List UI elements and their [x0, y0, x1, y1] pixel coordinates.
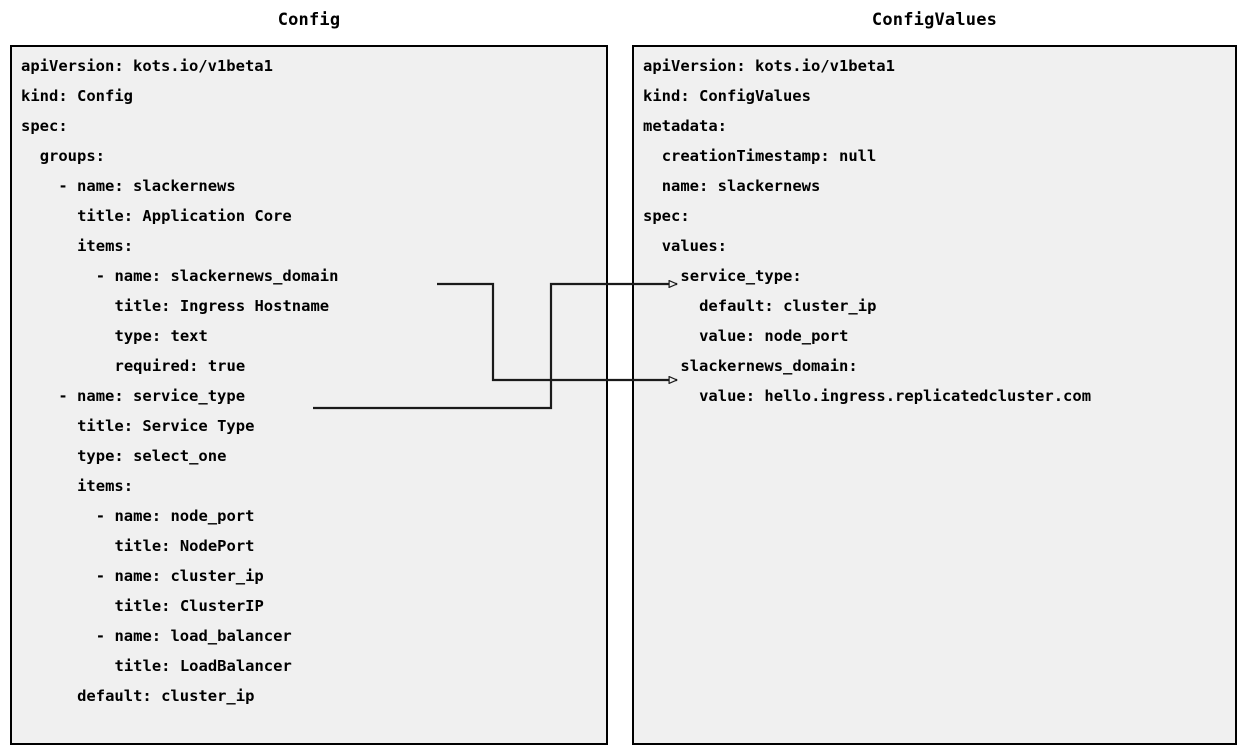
configvalues-line-text: default: cluster_ip — [699, 297, 877, 315]
config-panel: apiVersion: kots.io/v1beta1 kind: Config s… — [10, 45, 608, 745]
config-line-4: - name: slackernews — [12, 171, 606, 201]
config-line-14: items: — [12, 471, 606, 501]
config-line-3: groups: — [12, 141, 606, 171]
configvalues-line-text: name: slackernews — [661, 177, 821, 195]
config-line-text: spec: — [21, 117, 68, 135]
config-line-18: title: ClusterIP — [12, 591, 606, 621]
config-line-text: - name: service_type — [58, 387, 246, 405]
config-line-1: kind: Config — [12, 81, 606, 111]
configvalues-line-10: slackernews_domain: — [634, 351, 1235, 381]
config-line-2: spec: — [12, 111, 606, 141]
configvalues-line-4: name: slackernews — [634, 171, 1235, 201]
config-line-text: title: Application Core — [77, 207, 292, 225]
config-line-text: title: LoadBalancer — [114, 657, 292, 675]
config-code-block: apiVersion: kots.io/v1beta1 kind: Config s… — [12, 47, 606, 743]
configvalues-code-block: apiVersion: kots.io/v1beta1 kind: ConfigV… — [634, 47, 1235, 743]
config-line-text: - name: load_balancer — [95, 627, 292, 645]
config-line-text: - name: slackernews_domain — [95, 267, 339, 285]
config-line-20: title: LoadBalancer — [12, 651, 606, 681]
configvalues-line-text: spec: — [643, 207, 690, 225]
config-line-text: apiVersion: kots.io/v1beta1 — [21, 57, 273, 75]
configvalues-panel: apiVersion: kots.io/v1beta1 kind: ConfigV… — [632, 45, 1237, 745]
config-line-text: type: select_one — [77, 447, 227, 465]
config-line-17: - name: cluster_ip — [12, 561, 606, 591]
configvalues-line-text: service_type: — [680, 267, 802, 285]
configvalues-line-text: apiVersion: kots.io/v1beta1 — [643, 57, 895, 75]
configvalues-line-text: slackernews_domain: — [680, 357, 858, 375]
config-line-text: - name: node_port — [95, 507, 255, 525]
config-line-8: title: Ingress Hostname — [12, 291, 606, 321]
config-line-text: default: cluster_ip — [77, 687, 255, 705]
config-line-15: - name: node_port — [12, 501, 606, 531]
config-line-text: - name: cluster_ip — [95, 567, 264, 585]
configvalues-line-text: value: node_port — [699, 327, 849, 345]
config-line-19: - name: load_balancer — [12, 621, 606, 651]
config-line-text: title: NodePort — [114, 537, 255, 555]
config-line-7: - name: slackernews_domain — [12, 261, 606, 291]
config-line-9: type: text — [12, 321, 606, 351]
config-line-text: type: text — [114, 327, 208, 345]
config-line-12: title: Service Type — [12, 411, 606, 441]
configvalues-line-text: metadata: — [643, 117, 727, 135]
config-line-5: title: Application Core — [12, 201, 606, 231]
configvalues-line-text: value: hello.ingress.replicatedcluster.c… — [699, 387, 1092, 405]
configvalues-line-7: service_type: — [634, 261, 1235, 291]
config-line-text: kind: Config — [21, 87, 133, 105]
configvalues-line-8: default: cluster_ip — [634, 291, 1235, 321]
configvalues-line-text: values: — [661, 237, 728, 255]
config-line-21: default: cluster_ip — [12, 681, 606, 711]
config-line-text: required: true — [114, 357, 246, 375]
configvalues-line-6: values: — [634, 231, 1235, 261]
config-line-11: - name: service_type — [12, 381, 606, 411]
configvalues-line-0: apiVersion: kots.io/v1beta1 — [634, 51, 1235, 81]
config-line-text: items: — [77, 237, 134, 255]
config-line-text: title: Service Type — [77, 417, 255, 435]
config-line-text: - name: slackernews — [58, 177, 236, 195]
config-line-text: title: ClusterIP — [114, 597, 264, 615]
config-line-text: groups: — [39, 147, 106, 165]
configvalues-line-11: value: hello.ingress.replicatedcluster.c… — [634, 381, 1235, 411]
configvalues-line-9: value: node_port — [634, 321, 1235, 351]
configvalues-line-text: kind: ConfigValues — [643, 87, 811, 105]
configvalues-line-3: creationTimestamp: null — [634, 141, 1235, 171]
config-line-6: items: — [12, 231, 606, 261]
config-line-10: required: true — [12, 351, 606, 381]
config-line-13: type: select_one — [12, 441, 606, 471]
configvalues-line-1: kind: ConfigValues — [634, 81, 1235, 111]
configvalues-line-2: metadata: — [634, 111, 1235, 141]
config-line-16: title: NodePort — [12, 531, 606, 561]
configvalues-panel-title: ConfigValues — [871, 10, 998, 30]
configvalues-line-text: creationTimestamp: null — [661, 147, 877, 165]
configvalues-line-5: spec: — [634, 201, 1235, 231]
config-line-text: title: Ingress Hostname — [114, 297, 330, 315]
config-line-text: items: — [77, 477, 134, 495]
config-panel-title: Config — [277, 10, 341, 30]
config-line-0: apiVersion: kots.io/v1beta1 — [12, 51, 606, 81]
